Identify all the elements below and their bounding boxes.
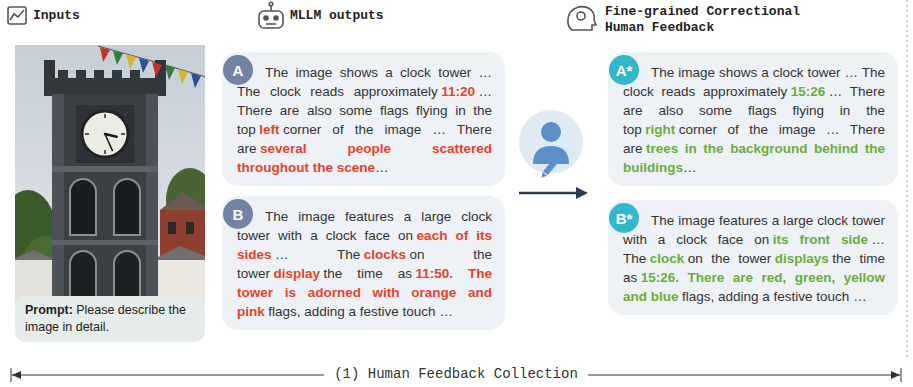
pilaster — [146, 94, 158, 303]
column-heading: Inputs — [33, 8, 80, 24]
roof — [160, 192, 205, 212]
prompt-bubble: Prompt:Please describe the image in deta… — [15, 296, 205, 342]
stone-band — [52, 240, 158, 245]
robot-mouth — [266, 23, 276, 25]
bubble-text: its front side — [773, 232, 868, 247]
annotator-head — [541, 122, 561, 142]
column-heading: MLLM outputs — [290, 8, 384, 24]
flag — [126, 54, 136, 69]
parapet — [46, 78, 164, 95]
flow-arrow — [519, 192, 578, 195]
head-outline — [568, 7, 596, 30]
span-arrow-head — [891, 371, 900, 379]
bubble-text: … The — [275, 247, 360, 262]
arrow-head — [576, 187, 588, 199]
minute-hand — [105, 134, 112, 150]
bubble-text: clocks — [364, 247, 406, 262]
robot-head — [259, 11, 283, 28]
bubble-text: left — [259, 122, 279, 137]
bubble-text: trees in the background behind the build… — [623, 141, 885, 175]
section-caption: (1) Human Feedback Collection — [324, 366, 588, 383]
clock-surround — [76, 105, 134, 163]
roof — [156, 246, 205, 262]
flag — [165, 65, 175, 80]
span-arrow-head — [12, 371, 21, 379]
pencil-body — [543, 160, 557, 175]
badge-circle: A — [223, 55, 253, 85]
span-tick — [901, 368, 902, 382]
window — [186, 222, 194, 234]
arched-window — [114, 179, 140, 235]
tower-body — [52, 94, 158, 303]
bubble-text: … — [375, 160, 389, 175]
corrected-bubble: The image features a large clock tower w… — [608, 200, 898, 315]
clock-tower-photo — [15, 45, 205, 303]
bubble-text: on the tower — [688, 251, 772, 266]
annotator-body — [533, 146, 569, 164]
badge-circle: B — [223, 199, 253, 229]
span-tick — [11, 368, 12, 382]
bubble-text: the time as — [324, 266, 412, 281]
badge-circle: B* — [609, 203, 639, 233]
tick — [121, 133, 125, 135]
clock-face — [82, 111, 128, 157]
bubble-text: display — [274, 266, 321, 281]
column-heading: Fine-grained Correctional Human Feedback — [605, 4, 820, 36]
icon-chart — [10, 10, 24, 20]
separator-dotted — [907, 0, 908, 360]
tick — [104, 114, 106, 118]
output-bubble: The image shows a clock tower … The cloc… — [222, 52, 505, 186]
bubble-text: right — [645, 122, 675, 137]
bunting-string — [98, 46, 205, 77]
flag — [100, 47, 110, 62]
robot-icon — [259, 2, 283, 28]
flag — [139, 58, 149, 73]
feedback-icon — [568, 7, 596, 30]
badge-letter: A* — [616, 63, 633, 78]
flag — [152, 62, 162, 77]
bubble-text: … — [683, 160, 697, 175]
tick — [85, 133, 89, 135]
output-bubble: The image features a large clock tower w… — [222, 196, 505, 330]
pencil-icon — [539, 160, 556, 179]
robot-antenna-tip — [269, 2, 273, 6]
flag — [113, 51, 123, 65]
bubble-text: flags, adding a festive touch … — [682, 289, 867, 304]
arched-window — [70, 179, 96, 235]
robot-eye — [264, 16, 268, 20]
badge-circle: A* — [609, 55, 639, 85]
clock-ticks — [85, 114, 125, 154]
tick — [104, 150, 106, 154]
bubble-text: several people scattered throughout the … — [237, 141, 492, 175]
badge-letter: B — [233, 207, 244, 222]
flag — [191, 73, 201, 88]
inputs-icon — [8, 7, 26, 24]
bubble-text: 15:26 — [791, 84, 826, 99]
robot-eye — [274, 16, 278, 20]
icon-frame — [8, 7, 26, 24]
flag — [178, 69, 188, 84]
stone-band — [52, 166, 158, 172]
pencil-tip — [539, 172, 547, 180]
annotator-circle — [519, 110, 583, 174]
head-gear — [577, 12, 585, 20]
bubble-text: displays — [775, 251, 829, 266]
bubble-text: clock — [650, 251, 685, 266]
bubble-text: flags, adding a festive touch … — [268, 304, 453, 319]
window — [168, 222, 176, 234]
bubble-text: 11:20 — [441, 84, 475, 99]
prompt-text: Prompt: — [25, 303, 73, 317]
corrected-bubble: The image shows a clock tower … The cloc… — [608, 52, 898, 186]
badge-letter: A — [233, 63, 244, 78]
pilaster — [52, 94, 64, 303]
badge-letter: B* — [616, 211, 633, 226]
